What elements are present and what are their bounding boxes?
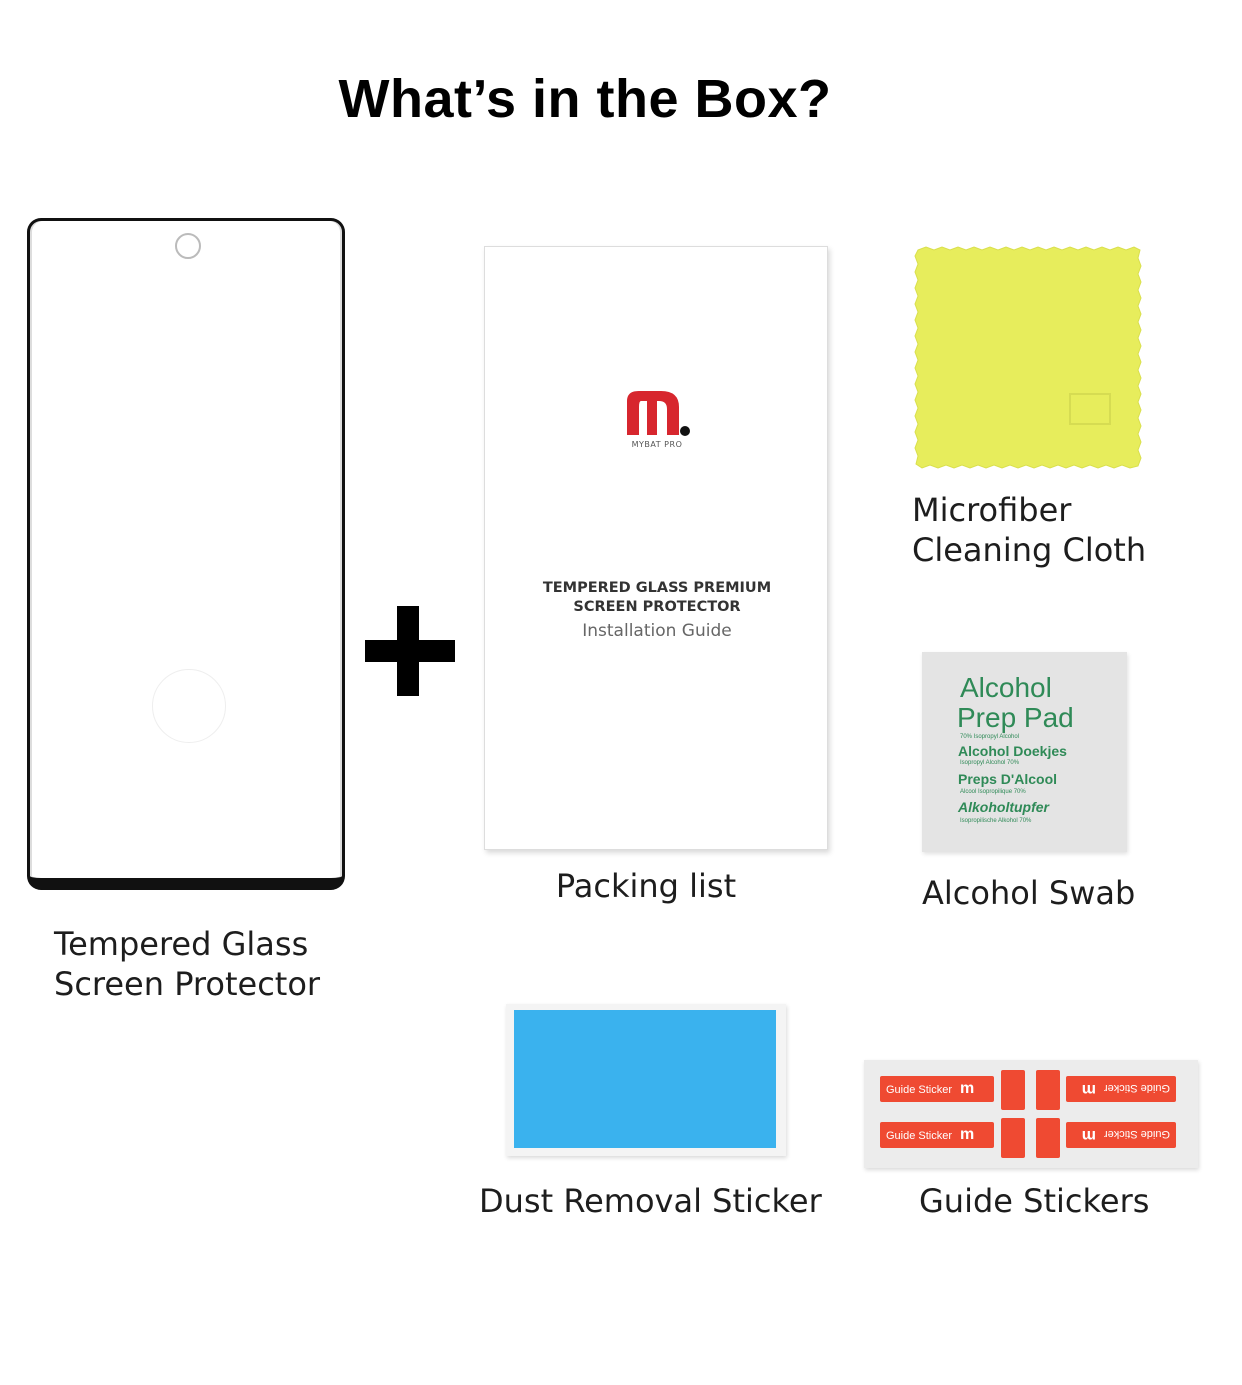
guide-sticker: Guide Stickerm: [1066, 1122, 1176, 1148]
pad-small-text: 70% Isopropyl Alcohol: [960, 734, 1020, 740]
camera-cutout: [175, 233, 201, 259]
guide-sticker-text: Guide Sticker: [1103, 1128, 1170, 1140]
microfiber-label: Microfiber Cleaning Cloth: [912, 490, 1146, 570]
pad-text: Alkoholtupfer: [958, 799, 1049, 815]
fingerprint-circle: [152, 669, 226, 743]
card-heading-line2: SCREEN PROTECTOR: [573, 599, 741, 615]
guide-sticker: Guide Stickerm: [1066, 1076, 1176, 1102]
tempered-glass-protector: [27, 218, 345, 890]
pad-small-text: Isopropilische Alkohol 70%: [960, 818, 1032, 824]
guide-sticker-text: Guide Sticker: [1103, 1082, 1170, 1094]
guide-sticker-small: [1001, 1070, 1025, 1110]
packing-list-label: Packing list: [555, 867, 737, 905]
card-subtitle: Installation Guide: [582, 621, 732, 641]
microfiber-cloth: [914, 246, 1142, 469]
pad-text: Preps D'Alcool: [958, 771, 1058, 787]
packing-list-card: MYBAT PRO TEMPERED GLASS PREMIUM SCREEN …: [484, 246, 828, 850]
dust-removal-sticker: [514, 1010, 776, 1148]
label-line: Tempered Glass: [54, 925, 309, 963]
mybat-logo-icon: [627, 391, 690, 436]
label-line: Cleaning Cloth: [912, 531, 1147, 569]
brand-text: MYBAT PRO: [631, 440, 683, 449]
pad-title-line2: Prep Pad: [957, 702, 1074, 733]
guide-stickers-label: Guide Stickers: [919, 1182, 1150, 1220]
alcohol-swab-label: Alcohol Swab: [922, 874, 1136, 912]
alcohol-prep-pad: Alcohol Prep Pad 70% Isopropyl Alcohol A…: [922, 652, 1127, 852]
plus-icon: [365, 640, 455, 662]
guide-sticker-text: Guide Sticker: [886, 1130, 953, 1142]
label-line: Screen Protector: [54, 965, 321, 1003]
pad-title-line1: Alcohol: [960, 672, 1052, 703]
guide-sticker-text: Guide Sticker: [886, 1084, 953, 1096]
pad-small-text: Isopropyl Alcohol 70%: [960, 760, 1020, 766]
card-heading-line1: TEMPERED GLASS PREMIUM: [542, 580, 772, 596]
guide-sticker-small: [1036, 1070, 1060, 1110]
pad-text: Alcohol Doekjes: [958, 743, 1067, 759]
pad-small-text: Alcool Isopropilique 70%: [960, 789, 1026, 795]
tempered-glass-label: Tempered Glass Screen Protector: [54, 924, 320, 1004]
guide-sticker-small: [1001, 1118, 1025, 1158]
dust-sticker-label: Dust Removal Sticker: [479, 1182, 822, 1220]
guide-sticker-small: [1036, 1118, 1060, 1158]
label-line: Microfiber: [912, 491, 1072, 529]
page-title: What’s in the Box?: [338, 69, 832, 129]
